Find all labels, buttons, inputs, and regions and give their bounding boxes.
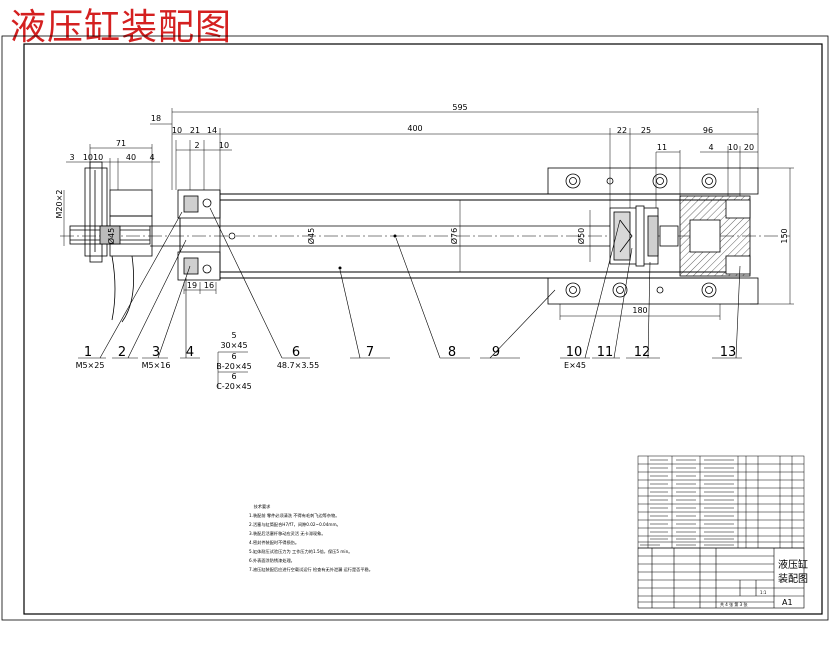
piston (609, 205, 679, 267)
dim-400: 400 (407, 124, 422, 133)
dim-10c: 10 (728, 143, 738, 152)
rod-end-clevis (69, 161, 153, 323)
dim-10a: 10 (172, 126, 182, 135)
part-label-10: 10 (566, 345, 583, 360)
dim-11: 11 (657, 143, 667, 152)
dim-rod: Ø45 (106, 228, 116, 244)
part-label-11: 11 (597, 345, 614, 360)
outer-frame (1, 35, 829, 621)
title-block (637, 547, 805, 609)
note-m5-16: M5×16 (142, 361, 171, 370)
rear-end-cap (679, 195, 751, 277)
tube-mark-2 (393, 234, 397, 238)
chamfer-c: C-20×45 (216, 382, 252, 391)
dim-4b: 4 (149, 153, 154, 162)
dim-16: 16 (204, 281, 214, 290)
tech-line-4: 4.密封件装配时不得损伤。 (249, 539, 299, 546)
dim-1010: 1010 (83, 153, 103, 162)
dim-10b: 10 (219, 141, 229, 150)
note-e45: E×45 (564, 361, 586, 370)
title-block-scale: 1:1 (760, 590, 767, 595)
dim-595: 595 (452, 103, 467, 112)
dimension-lines (63, 108, 794, 320)
chamfer-6b: 6 (231, 372, 236, 381)
part-label-1: 1 (84, 345, 92, 360)
front-gland (177, 189, 236, 281)
title-block-sheet: A1 (782, 598, 793, 607)
chamfer-b: B-20×45 (216, 362, 251, 371)
parts-list-text (640, 459, 734, 546)
part-label-6: 6 (292, 345, 300, 360)
part-label-3: 3 (152, 345, 160, 360)
drawing-title: 液压缸装配图 (10, 7, 233, 48)
dim-3: 3 (69, 153, 74, 162)
dim-25: 25 (641, 126, 651, 135)
dim-m20: M20×2 (55, 190, 64, 219)
dim-40: 40 (126, 153, 136, 162)
parts-list-table (637, 455, 805, 549)
chamfer-6a: 6 (231, 352, 236, 361)
part-label-12: 12 (634, 345, 651, 360)
chamfer-5: 5 (231, 331, 236, 340)
chamfer-30: 30×45 (220, 341, 247, 350)
dim-21: 21 (190, 126, 200, 135)
part-label-2: 2 (118, 345, 126, 360)
title-block-name-2: 装配图 (778, 572, 808, 585)
note-seal: 48.7×3.55 (277, 361, 319, 370)
leader-lines (78, 207, 742, 359)
dim-bore: Ø76 (449, 228, 459, 244)
tech-line-7: 7.液压缸装配后应进行空载试运行 检查有无外泄漏 运行是否平稳。 (249, 566, 373, 573)
dim-180: 180 (632, 306, 647, 315)
chamfer-note-stack (217, 351, 248, 388)
dim-rod2: Ø45 (306, 228, 316, 244)
tech-line-6: 6.外表面涂防锈漆处理。 (249, 557, 295, 564)
tech-heading: 技术要求 (254, 503, 272, 510)
title-block-sheet-info: 共 4 张 第 3 张 (720, 601, 747, 607)
dim-22: 22 (617, 126, 627, 135)
part-label-9: 9 (492, 345, 500, 360)
part-label-13: 13 (720, 345, 737, 360)
mounting-brackets (547, 167, 759, 305)
note-m5-25: M5×25 (76, 361, 105, 370)
tech-line-3: 3.装配后活塞杆移动应灵活 无卡滞现象。 (249, 530, 326, 537)
part-label-8: 8 (448, 345, 456, 360)
tube-mark-1 (338, 266, 342, 270)
title-block-name-1: 液压缸 (778, 558, 808, 571)
dim-2: 2 (194, 141, 199, 150)
dim-14: 14 (207, 126, 217, 135)
dim-19: 19 (187, 281, 197, 290)
dim-71: 71 (116, 139, 126, 148)
tech-line-5: 5.缸体耐压试验压力为 工作压力的1.5倍，保压5 min。 (249, 548, 352, 555)
part-label-7: 7 (366, 345, 374, 360)
tech-line-1: 1.装配前 零件必须清洗 不得有毛刺飞边等杂物。 (249, 512, 339, 519)
dim-20: 20 (744, 143, 754, 152)
dim-150: 150 (780, 228, 789, 243)
dim-96: 96 (703, 126, 713, 135)
dim-18: 18 (151, 114, 161, 123)
dim-4: 4 (708, 143, 713, 152)
tech-line-2: 2.活塞与缸筒配合H7/f7，间隙0.02~0.04mm。 (249, 521, 341, 528)
dim-piston: Ø50 (576, 228, 586, 244)
part-label-4: 4 (186, 345, 194, 360)
inner-frame (23, 43, 823, 615)
